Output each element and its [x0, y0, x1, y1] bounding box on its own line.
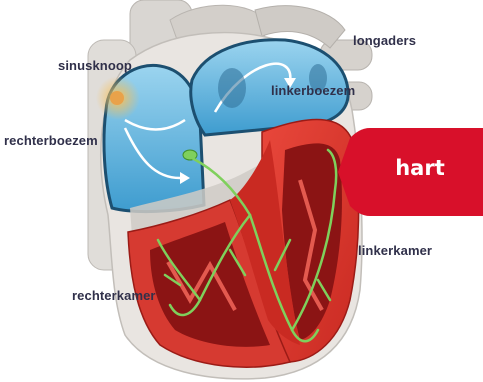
label-longaders: longaders — [353, 33, 416, 48]
label-rechterkamer: rechterkamer — [72, 288, 156, 303]
label-rechterboezem: rechterboezem — [4, 133, 98, 148]
hart-tag-label: hart — [370, 156, 470, 180]
sinus-node-core — [110, 91, 124, 105]
label-linkerkamer: linkerkamer — [358, 243, 432, 258]
label-linkerboezem: linkerboezem — [271, 83, 355, 98]
label-sinusknoop: sinusknoop — [58, 58, 132, 73]
